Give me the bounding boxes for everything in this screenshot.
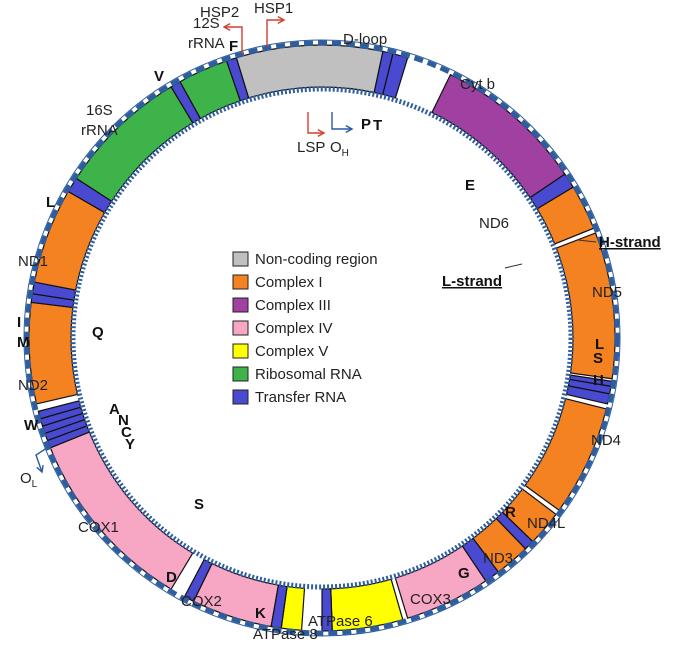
- label-d-loop: D-loop: [343, 31, 387, 48]
- lsp-arrow: [307, 112, 324, 134]
- oh-label: OH: [330, 139, 349, 159]
- trna-label-i: I: [17, 314, 21, 331]
- trna-label-w: W: [24, 417, 39, 434]
- label-nd5: ND5: [592, 284, 622, 301]
- label-cox1: COX1: [78, 519, 119, 536]
- l-strand-dashes: [70, 86, 574, 590]
- trna-label-q: Q: [92, 324, 104, 341]
- ol-arrow-head: [36, 464, 44, 474]
- h-strand-dashes: [24, 40, 620, 636]
- legend-swatch: [232, 389, 249, 405]
- oh-arrow: [331, 112, 352, 130]
- trna-label-n: N: [118, 412, 129, 429]
- legend-label: Complex V: [255, 343, 328, 360]
- label-atpase-8: ATPase 8: [253, 626, 318, 643]
- label-cox3: COX3: [410, 591, 451, 608]
- region-cox1: [49, 431, 194, 590]
- label-nd6: ND6: [479, 215, 509, 232]
- trna-label-s: S: [593, 350, 603, 367]
- l-strand-pointer: [504, 263, 523, 269]
- oh-arrow-head: [345, 125, 354, 133]
- label-nd3: ND3: [483, 550, 513, 567]
- trna-label-p: P: [361, 116, 371, 133]
- trna-g: [461, 537, 500, 582]
- legend-swatch: [232, 366, 249, 382]
- legend-swatch: [232, 251, 249, 267]
- trna-label-l: L: [595, 336, 604, 353]
- h-strand-label: H-strand: [599, 234, 661, 251]
- label-nd2: ND2: [18, 377, 48, 394]
- legend-label: Non-coding region: [255, 251, 378, 268]
- hsp2-arrow-head: [222, 23, 231, 31]
- lsp-label: LSP: [297, 139, 325, 156]
- trna-label-s: S: [194, 496, 204, 513]
- legend-swatch: [232, 274, 249, 290]
- trna-t: [381, 52, 409, 99]
- genome-ring: [23, 39, 621, 637]
- hsp1-arrow: [266, 19, 284, 46]
- label-atpase-6: ATPase 6: [308, 613, 373, 630]
- label-nd4l: ND4L: [527, 515, 565, 532]
- promoter-arrows: [35, 16, 354, 474]
- trna-label-d: D: [166, 569, 177, 586]
- ol-label: OL: [20, 470, 38, 490]
- trna-label-t: T: [373, 117, 382, 134]
- hsp2-label: HSP2: [200, 4, 239, 21]
- trna-label-c: C: [121, 424, 132, 441]
- legend-label: Complex IV: [255, 320, 333, 337]
- legend-swatch: [232, 320, 249, 336]
- trna-label-a: A: [109, 401, 120, 418]
- label-cox2: COX2: [181, 593, 222, 610]
- label-cyt-b: Cyt b: [460, 76, 495, 93]
- l-strand-label: L-strand: [442, 273, 502, 290]
- trna-label-r: R: [505, 504, 516, 521]
- label-nd1: ND1: [18, 253, 48, 270]
- h-strand-pointer: [577, 239, 597, 243]
- trna-label-g: G: [458, 565, 470, 582]
- legend-label: Complex I: [255, 274, 323, 291]
- region-cyt-b: [431, 73, 566, 199]
- trna-label-y: Y: [125, 436, 135, 453]
- hsp2-arrow: [224, 26, 243, 54]
- legend-swatch: [232, 343, 249, 359]
- legend-label: Ribosomal RNA: [255, 366, 362, 383]
- outer-border: [23, 39, 621, 637]
- legend-swatch: [232, 297, 249, 313]
- trna-label-m: M: [17, 334, 30, 351]
- trna-label-f: F: [229, 38, 238, 55]
- ol-arrow: [35, 445, 51, 473]
- trna-label-l: L: [46, 194, 55, 211]
- trna-label-v: V: [154, 68, 164, 85]
- trna-label-k: K: [255, 605, 266, 622]
- label-nd4: ND4: [591, 432, 621, 449]
- hsp1-label: HSP1: [254, 0, 293, 17]
- lsp-arrow-head: [317, 129, 326, 137]
- legend-label: Complex III: [255, 297, 331, 314]
- trna-label-h: H: [593, 372, 604, 389]
- legend-label: Transfer RNA: [255, 389, 346, 406]
- hsp1-arrow-head: [277, 16, 286, 24]
- trna-label-e: E: [465, 177, 475, 194]
